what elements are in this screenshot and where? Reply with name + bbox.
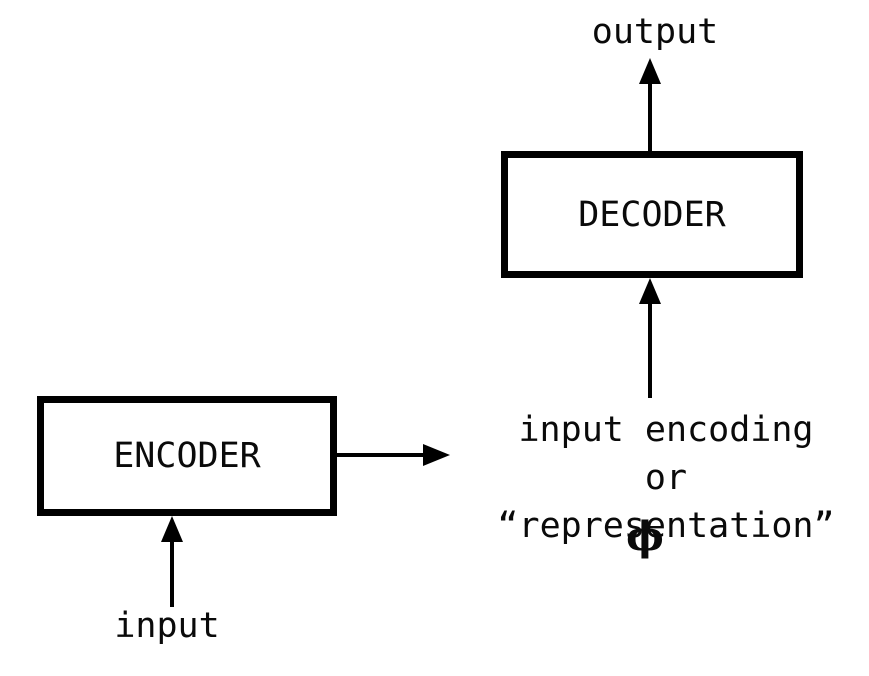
encoder-box-label: ENCODER bbox=[113, 436, 261, 476]
arrowhead-right-icon bbox=[423, 444, 450, 466]
arrowhead-up-icon bbox=[161, 516, 183, 542]
input-label: input bbox=[114, 606, 220, 646]
phi-symbol: ϕ bbox=[626, 513, 664, 560]
decoder-box-label: DECODER bbox=[578, 194, 726, 235]
encoding-label-line1: input encoding or bbox=[518, 410, 814, 498]
encoding-label: input encoding or “representation” bbox=[497, 406, 834, 550]
encoding-label-line2: “representation” bbox=[497, 506, 835, 546]
arrowhead-up-icon bbox=[639, 278, 661, 304]
arrow-shaft bbox=[648, 300, 652, 398]
arrow-shaft bbox=[336, 453, 426, 457]
arrowhead-up-icon bbox=[639, 58, 661, 84]
arrow-shaft bbox=[648, 80, 652, 151]
encoder-box: ENCODER bbox=[37, 396, 337, 516]
decoder-box: DECODER bbox=[501, 151, 803, 278]
output-label: output bbox=[591, 12, 719, 52]
arrow-shaft bbox=[170, 538, 174, 607]
